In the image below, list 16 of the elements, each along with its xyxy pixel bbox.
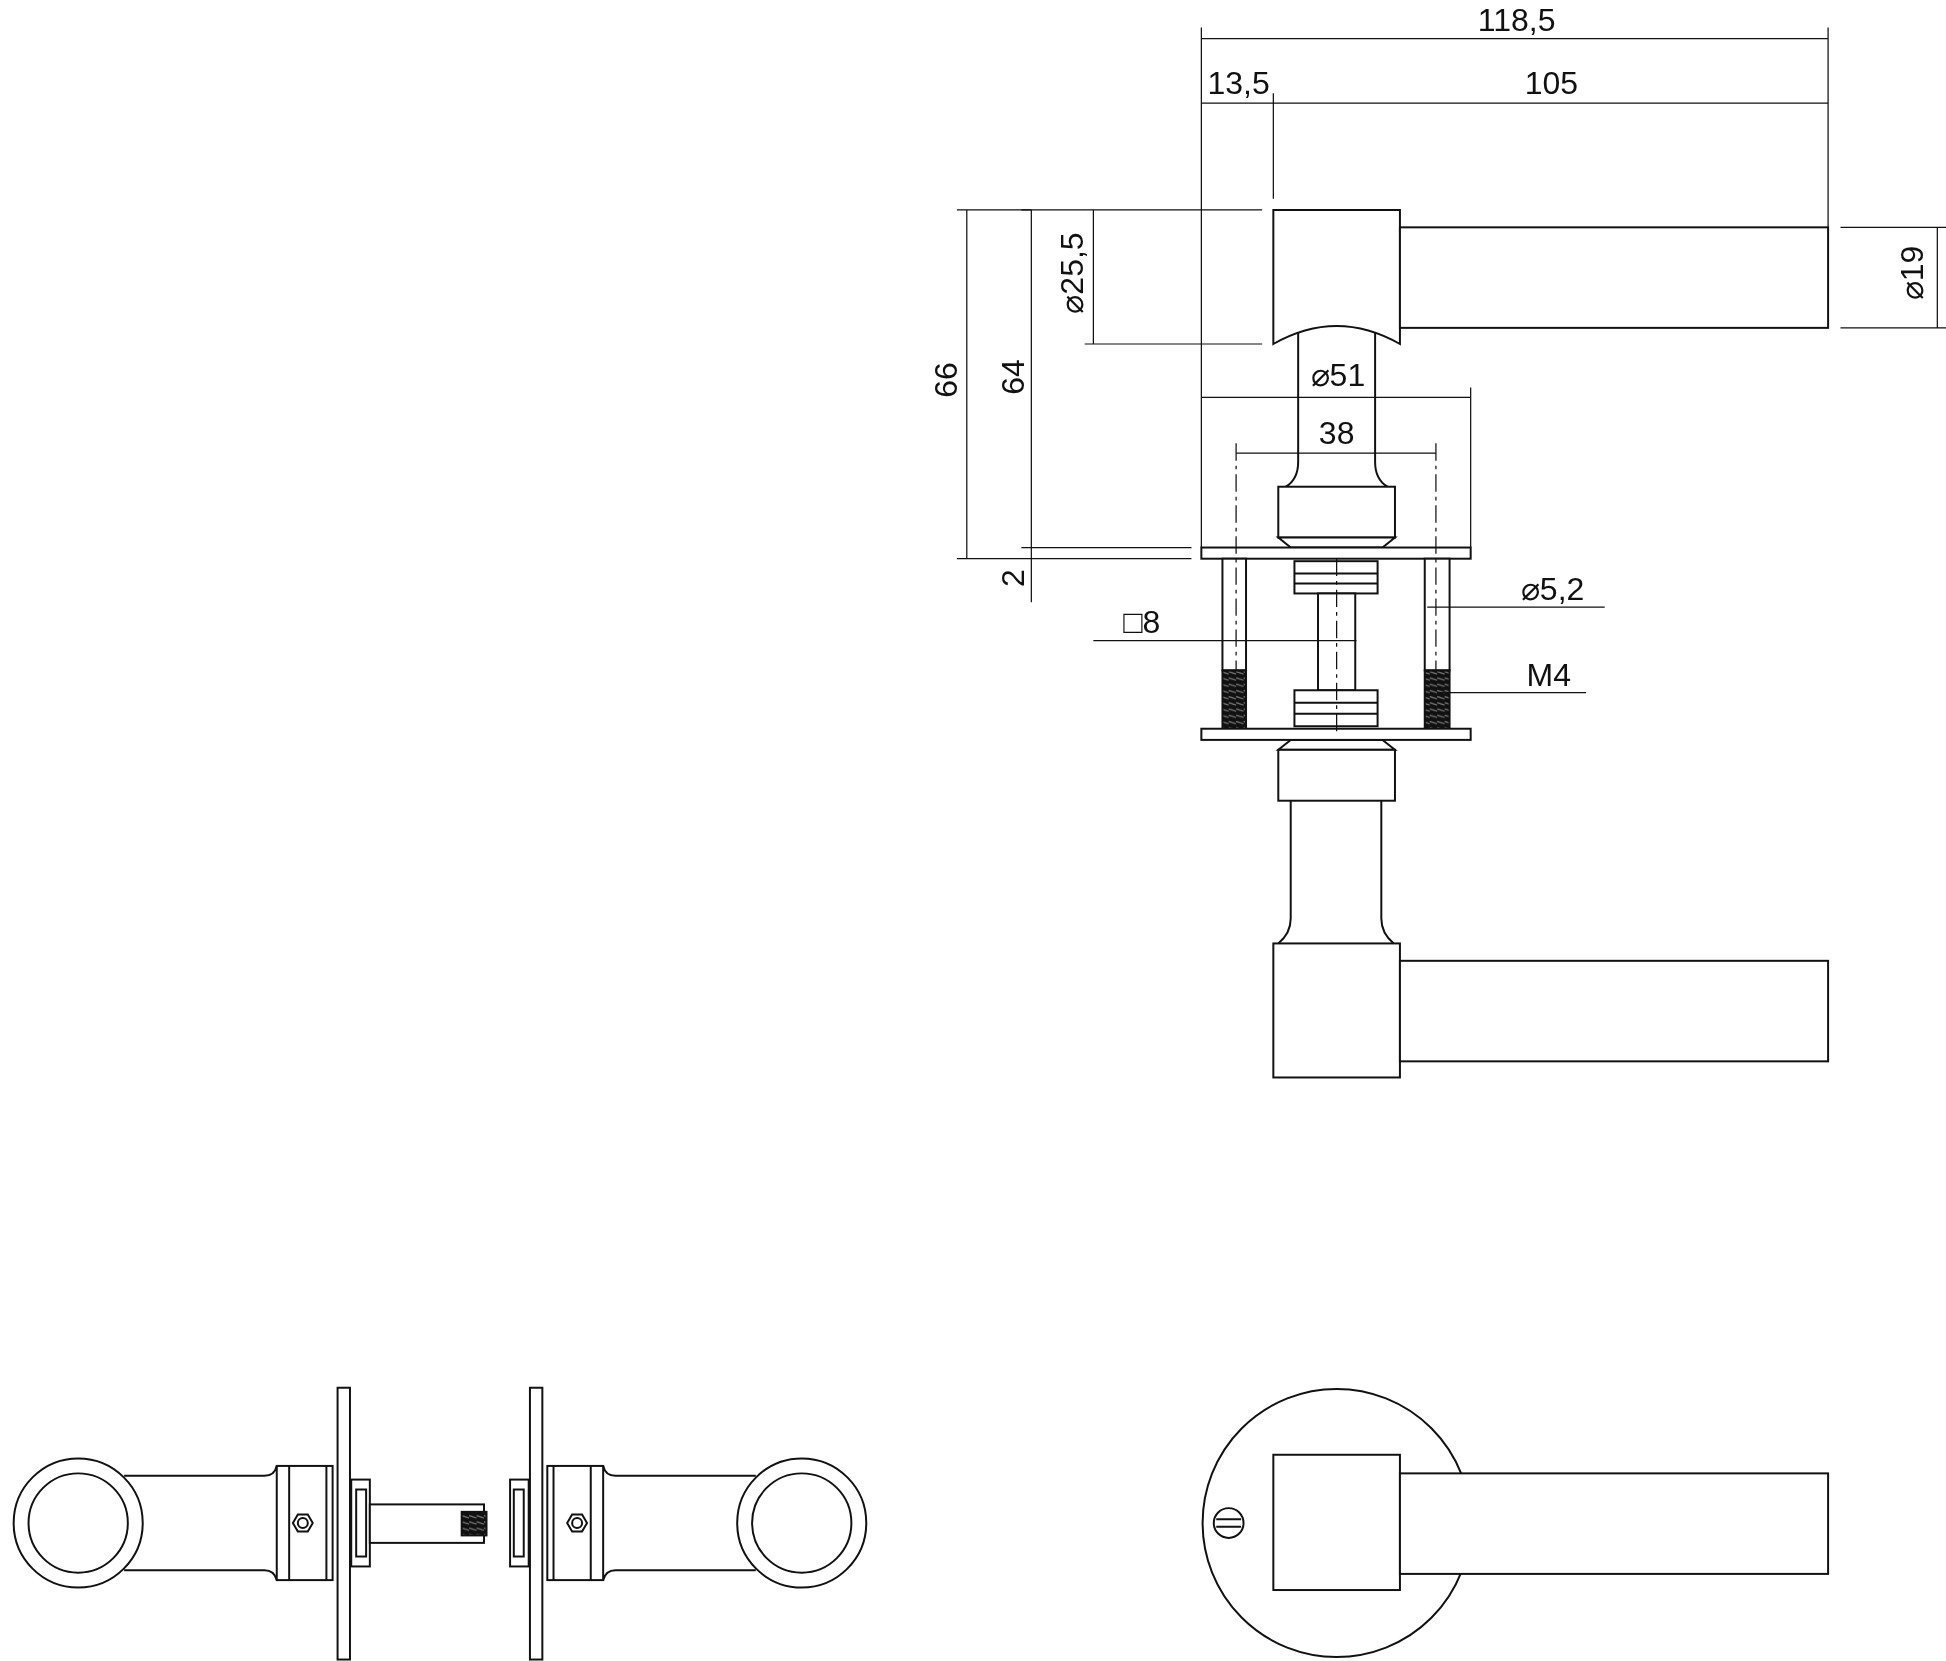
dimension-label: M4: [1526, 658, 1572, 693]
dimension-label: □8: [1123, 606, 1161, 641]
dimension-label: 2: [996, 569, 1029, 588]
dimension-label: 64: [996, 359, 1029, 396]
leader-line: [1426, 606, 1606, 608]
leader-line: [1092, 640, 1358, 642]
dimension-label: 66: [929, 361, 962, 398]
dimension-label: 118,5: [1477, 3, 1556, 36]
dimension-label: 13,5: [1207, 67, 1270, 100]
leader-line: [1439, 692, 1587, 694]
dimension-label: 38: [1318, 417, 1355, 450]
dimension-label: ⌀51: [1310, 358, 1366, 391]
dimension-label: 105: [1524, 67, 1578, 100]
dimension-label: ⌀5,2: [1520, 572, 1585, 607]
dimension-label: ⌀19: [1896, 245, 1929, 301]
dimension-label: ⌀25,5: [1056, 232, 1089, 314]
